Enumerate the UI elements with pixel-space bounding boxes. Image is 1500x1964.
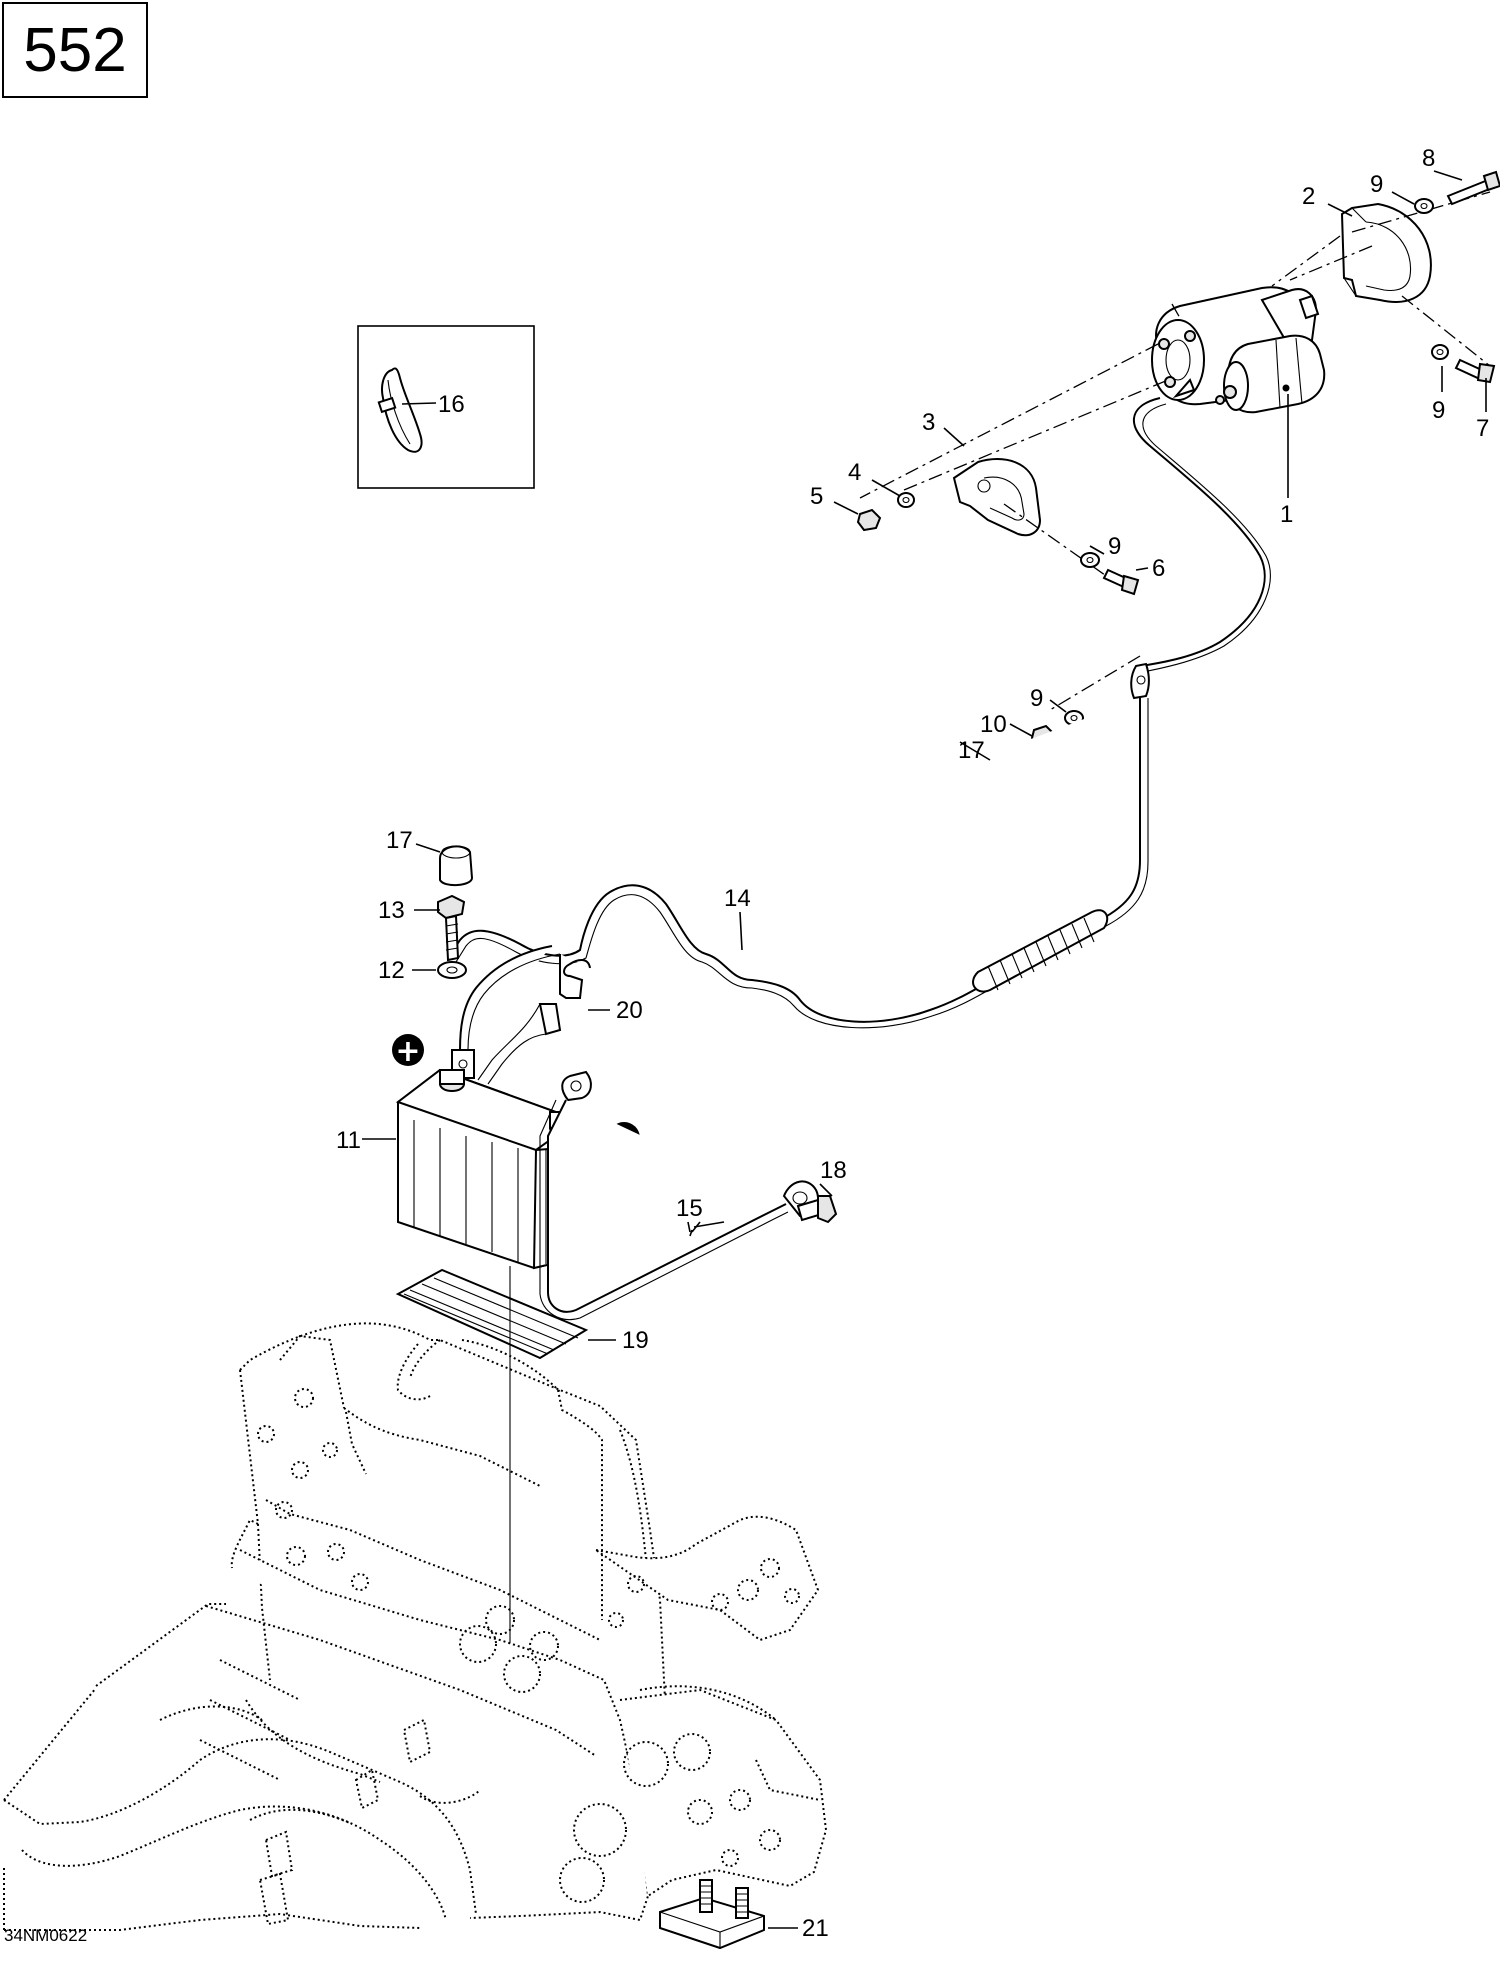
positive-terminal-symbol: + bbox=[392, 1034, 424, 1069]
callout-19: 19 bbox=[622, 1327, 649, 1354]
bolt-18 bbox=[796, 1195, 838, 1224]
callout-20: 20 bbox=[616, 997, 643, 1024]
frame-icon bbox=[3, 1322, 828, 1931]
tie-wrap-inset: 16 bbox=[357, 325, 535, 489]
callout-16: 16 bbox=[438, 391, 465, 418]
washer-9-top bbox=[1414, 198, 1434, 214]
bolt-6 bbox=[1102, 568, 1140, 596]
washer-4 bbox=[897, 492, 915, 508]
callout-3: 3 bbox=[922, 409, 935, 436]
callout-15: 15 bbox=[676, 1195, 703, 1222]
washer-12 bbox=[437, 961, 467, 979]
cable-terminal-top bbox=[1130, 662, 1150, 700]
stud-plate bbox=[659, 1879, 765, 1950]
rear-bracket bbox=[1340, 202, 1432, 303]
callout-2: 2 bbox=[1302, 183, 1315, 210]
starter-motor-icon bbox=[1151, 286, 1326, 414]
callout-17-left: 17 bbox=[386, 827, 413, 854]
page-number-badge: 552 bbox=[2, 2, 148, 98]
positive-symbol-text: + bbox=[395, 1034, 420, 1069]
callout-9-low: 9 bbox=[1030, 685, 1043, 712]
washer-9-right bbox=[1431, 344, 1449, 360]
callout-12: 12 bbox=[378, 957, 405, 984]
front-bracket bbox=[952, 458, 1042, 537]
boot-17-left bbox=[439, 845, 474, 886]
battery-pad bbox=[395, 1268, 589, 1360]
callout-9-top: 9 bbox=[1370, 171, 1383, 198]
callout-18: 18 bbox=[820, 1157, 847, 1184]
callout-4: 4 bbox=[848, 459, 861, 486]
callout-14: 14 bbox=[724, 885, 751, 912]
bolt-8 bbox=[1446, 170, 1500, 206]
leader-lines bbox=[362, 170, 1487, 1929]
callout-9-right: 9 bbox=[1432, 397, 1445, 424]
callout-13: 13 bbox=[378, 897, 405, 924]
callout-17-right: 17 bbox=[958, 737, 985, 764]
callout-11: 11 bbox=[336, 1127, 361, 1154]
drawing-reference-code: 34NM0622 bbox=[4, 1926, 88, 1945]
callout-7: 7 bbox=[1476, 415, 1489, 442]
tie-wrap-icon bbox=[377, 367, 423, 453]
callout-21: 21 bbox=[802, 1915, 829, 1942]
callout-5: 5 bbox=[810, 483, 823, 510]
washer-9-mid bbox=[1080, 552, 1100, 568]
callout-8: 8 bbox=[1422, 145, 1435, 172]
positive-cable bbox=[447, 698, 1149, 1085]
nut-5 bbox=[856, 508, 882, 532]
callout-10: 10 bbox=[980, 711, 1007, 738]
callout-1: 1 bbox=[1280, 501, 1293, 528]
callout-9-mid: 9 bbox=[1108, 533, 1121, 560]
bolt-7 bbox=[1454, 358, 1496, 384]
callout-6: 6 bbox=[1152, 555, 1165, 582]
bolt-13 bbox=[437, 894, 466, 962]
